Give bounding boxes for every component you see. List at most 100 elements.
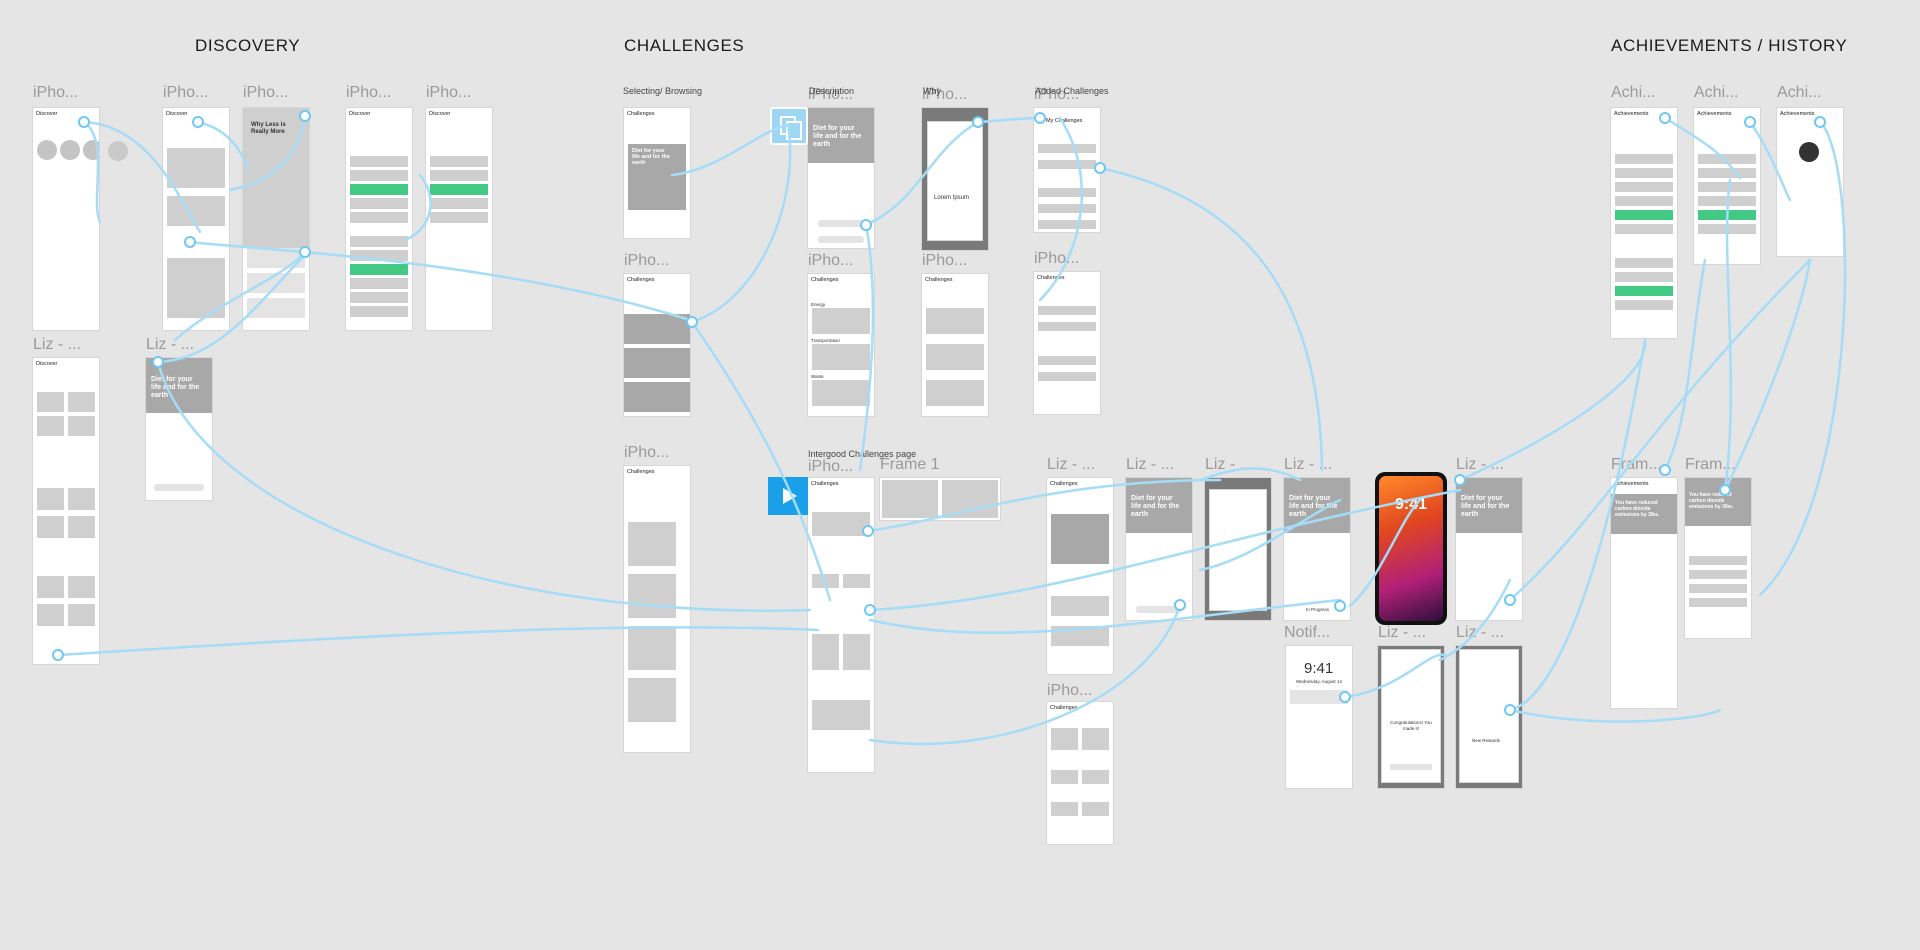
- screen-title: Discover: [349, 111, 371, 117]
- connector-node[interactable]: [192, 116, 204, 128]
- frame-why[interactable]: Lorem Ipsum: [922, 108, 988, 250]
- frame-congrats[interactable]: Congratulations! You made it!: [1378, 646, 1444, 788]
- frame-achievements-2[interactable]: Achievements: [1694, 108, 1760, 264]
- screen-title: Achievements: [1697, 111, 1732, 117]
- section-title-challenges: CHALLENGES: [624, 36, 745, 55]
- screen-title: Achievements: [1614, 111, 1649, 117]
- connector-node[interactable]: [1034, 112, 1046, 124]
- connector-node[interactable]: [1814, 116, 1826, 128]
- frame-article[interactable]: Why Less is Really More: [243, 108, 309, 330]
- screen-title: Discover: [166, 111, 188, 117]
- frame-challenges-browse[interactable]: Challenges Diet for your life and for th…: [624, 108, 690, 238]
- frame-label: Notif...: [1284, 624, 1331, 641]
- congrats-text: Congratulations! You made it!: [1390, 720, 1432, 731]
- frame-discover-long[interactable]: Discover: [33, 358, 99, 664]
- frame-list-1[interactable]: Discover: [346, 108, 412, 330]
- connector-node[interactable]: [686, 316, 698, 328]
- why-title: Lorem Ipsum: [934, 195, 970, 201]
- frame-label: Achi...: [1611, 84, 1656, 101]
- connector-node[interactable]: [78, 116, 90, 128]
- connector-node[interactable]: [1094, 162, 1106, 174]
- frame-label: Liz - ...: [1456, 624, 1505, 641]
- frame-challenges-categories[interactable]: Challenges: [624, 274, 690, 416]
- hero-title: Diet for your life and for the earth: [1461, 495, 1510, 518]
- frame-impact[interactable]: Achievements You have reduced carbon dio…: [1611, 478, 1677, 708]
- label-why: Why: [923, 86, 941, 96]
- frame-my-challenges[interactable]: My Challenges: [1034, 108, 1100, 232]
- frame-my-challenges-2[interactable]: Challenges: [1034, 272, 1100, 414]
- frame-1[interactable]: [880, 478, 1000, 520]
- frame-challenges-bottom[interactable]: Challenges: [1047, 702, 1113, 844]
- frame-label: Liz - ...: [1126, 456, 1175, 473]
- frame-discover-1[interactable]: Discover: [33, 108, 99, 330]
- connector-node[interactable]: [152, 356, 164, 368]
- hero-title: Diet for your life and for the earth: [1131, 495, 1180, 518]
- copy-icon[interactable]: [770, 107, 808, 145]
- frame-label: Liz - ...: [1456, 456, 1505, 473]
- connector-node[interactable]: [1454, 474, 1466, 486]
- hero-title: Diet for your life and for the earth: [813, 125, 862, 148]
- frame-list-2[interactable]: Discover: [426, 108, 492, 330]
- frame-notification[interactable]: 9:41 Wednesday, August 14: [1286, 646, 1352, 788]
- connector-node[interactable]: [52, 649, 64, 661]
- connector: [156, 360, 812, 612]
- screen-title: Discover: [36, 361, 58, 367]
- frame-label: Liz - ...: [33, 336, 82, 353]
- frame-challenge-detail-1[interactable]: Diet for your life and for the earth: [146, 358, 212, 500]
- notification-date: Wednesday, August 14: [1296, 679, 1342, 684]
- connector-node[interactable]: [1334, 600, 1346, 612]
- connector-node[interactable]: [299, 246, 311, 258]
- impact-text: You have reduced carbon dioxide emission…: [1689, 492, 1734, 510]
- frame-challenges-feed[interactable]: Challenges: [624, 466, 690, 752]
- frame-intergood[interactable]: Challenges: [808, 478, 874, 772]
- status-in-progress: In Progress: [1306, 607, 1330, 612]
- section-title-discovery: DISCOVERY: [195, 36, 301, 55]
- impact-text: You have reduced carbon dioxide emission…: [1615, 500, 1660, 518]
- screen-title: Challenges: [1050, 481, 1078, 487]
- category-waste: Waste: [811, 374, 824, 379]
- frame-challenge-detail-3[interactable]: Diet for your life and for the earth In …: [1284, 478, 1350, 620]
- frame-label: Liz - ...: [1205, 456, 1254, 473]
- connector-node[interactable]: [1659, 112, 1671, 124]
- connector: [1508, 708, 1722, 723]
- frame-new-rewards[interactable]: New Rewards: [1456, 646, 1522, 788]
- connector-node[interactable]: [972, 116, 984, 128]
- frame-label: Liz - ...: [1284, 456, 1333, 473]
- frame-energy-2[interactable]: Challenges: [922, 274, 988, 416]
- notification-time: 9:41: [1304, 660, 1334, 677]
- frame-impact-2[interactable]: You have reduced carbon dioxide emission…: [1685, 478, 1751, 638]
- frame-label: iPho...: [808, 458, 854, 475]
- connector-node[interactable]: [862, 525, 874, 537]
- frame-label: iPho...: [808, 86, 854, 103]
- connector: [56, 626, 820, 657]
- play-prototype-button[interactable]: [768, 477, 808, 515]
- screen-title: Challenges: [811, 481, 839, 487]
- connector-node[interactable]: [1504, 704, 1516, 716]
- frame-label: iPho...: [624, 444, 670, 461]
- connector-node[interactable]: [1174, 599, 1186, 611]
- connector-node[interactable]: [184, 236, 196, 248]
- screen-title: My Challenges: [1046, 118, 1083, 124]
- connector-node[interactable]: [1744, 116, 1756, 128]
- connector-node[interactable]: [1339, 691, 1351, 703]
- frame-label: iPho...: [1047, 682, 1093, 699]
- frame-small-step[interactable]: [1205, 478, 1271, 620]
- frame-achievements-1[interactable]: Achievements: [1611, 108, 1677, 338]
- screen-title: Challenges: [627, 469, 655, 475]
- article-title: Why Less is Really More: [251, 122, 286, 135]
- screen-title: Challenges: [627, 111, 655, 117]
- screen-title: Discover: [429, 111, 451, 117]
- connector-node[interactable]: [1504, 594, 1516, 606]
- frame-energy[interactable]: Challenges Energy Transportation Waste: [808, 274, 874, 416]
- frame-challenges-list[interactable]: Challenges: [1047, 478, 1113, 674]
- connector-node[interactable]: [1659, 464, 1671, 476]
- connector-node[interactable]: [860, 219, 872, 231]
- section-title-achievements: ACHIEVEMENTS / HISTORY: [1611, 36, 1848, 55]
- screen-title: Discover: [36, 111, 58, 117]
- connector-node[interactable]: [864, 604, 876, 616]
- connector-node[interactable]: [1719, 484, 1731, 496]
- frame-label: iPho...: [1034, 86, 1080, 103]
- frame-achievements-3[interactable]: Achievements: [1777, 108, 1843, 256]
- connector-node[interactable]: [299, 110, 311, 122]
- frame-discover-2[interactable]: Discover: [163, 108, 229, 330]
